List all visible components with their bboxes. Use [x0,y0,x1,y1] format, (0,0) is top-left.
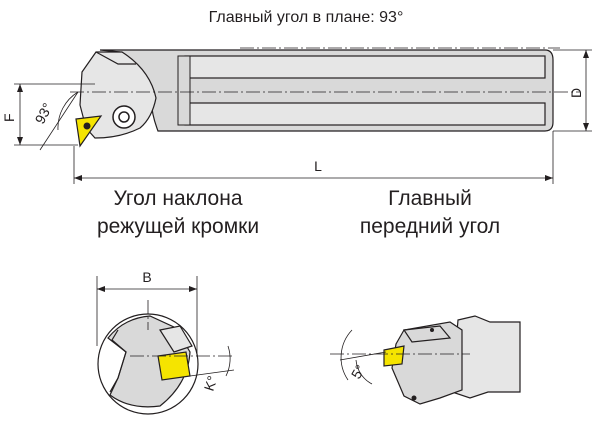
shank-upper-band [184,55,546,79]
main-view: F 93° D L [1,47,592,184]
dim-B-label: B [142,269,151,285]
side-view-shank [451,315,521,399]
dim-L-label: L [314,158,322,174]
dim-L-arrow-left [74,175,82,181]
dim-B-arrow-left [97,286,105,292]
k-angle-leg [189,369,235,377]
k-angle-arc [225,345,231,377]
diagram-title: Главный угол в плане: 93° [209,9,404,26]
side-view-clamp [402,325,452,343]
side-view-bottom-dot [411,395,417,401]
triangle-insert [75,115,103,148]
right-side-view: 5° [330,315,521,405]
shank-lower-band [184,102,546,126]
angle-93-label: 93° [32,100,56,126]
shank-step [177,55,191,126]
caption-right-line2: передний угол [360,215,500,238]
caption-right-line1: Главный [388,187,472,210]
clamp-screw-inner [118,111,130,123]
side-view-screw-dot [430,328,434,332]
dim-D-arrow-top [583,50,589,58]
dim-L-arrow-right [545,175,553,181]
caption-left-line2: режущей кромки [97,215,259,238]
clamp-screw-icon [112,105,136,129]
rake-angle-leg [339,351,387,361]
caption-left-line1: Угол наклона [113,187,242,210]
rake-angle-arc-inner [355,359,373,385]
head-edge [95,51,136,65]
rake-angle-label: 5° [348,362,369,382]
insert-hole [83,122,91,130]
angle-93-leg [39,91,79,151]
rake-angle-arc [340,329,353,381]
left-end-view: B K° [96,269,235,415]
dim-F-arrow-top [17,84,23,92]
k-angle-label: K° [201,374,221,393]
angle-93-arc [57,91,79,131]
side-view-head [391,321,463,405]
dim-B-arrow-right [189,286,197,292]
dim-D-label: D [568,88,584,98]
dim-F-arrow-bottom [17,137,23,145]
end-view-clamp [159,325,193,353]
dim-F-label: F [1,113,17,122]
side-view-insert [383,345,405,367]
end-view-edge [109,329,127,393]
dim-D-arrow-bottom [583,123,589,131]
